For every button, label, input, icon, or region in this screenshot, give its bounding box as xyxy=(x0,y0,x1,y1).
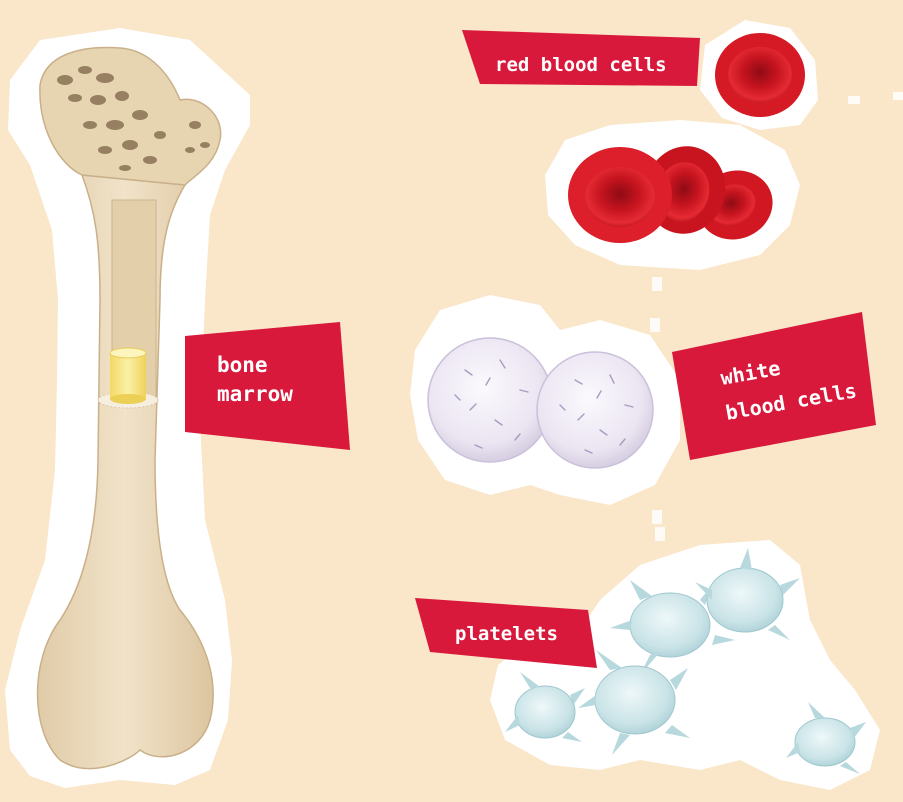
bone-marrow-label: bone marrow xyxy=(185,322,350,450)
red-blood-cell xyxy=(568,147,672,243)
platelets-sticker xyxy=(490,540,880,790)
red-blood-cells-label-text: red blood cells xyxy=(495,54,667,76)
white-blood-cell xyxy=(537,352,653,468)
white-blood-cells-label: white blood cells xyxy=(672,312,876,460)
platelets-label-text: platelets xyxy=(455,623,558,645)
red-blood-cells-label: red blood cells xyxy=(462,30,700,86)
white-blood-cells-sticker xyxy=(410,295,680,505)
red-blood-cell xyxy=(715,33,805,117)
white-blood-cell xyxy=(428,338,552,462)
bone-marrow-label-line1: bone xyxy=(217,353,268,377)
bone-marrow-label-line2: marrow xyxy=(217,382,293,406)
platelets-label: platelets xyxy=(415,598,597,668)
